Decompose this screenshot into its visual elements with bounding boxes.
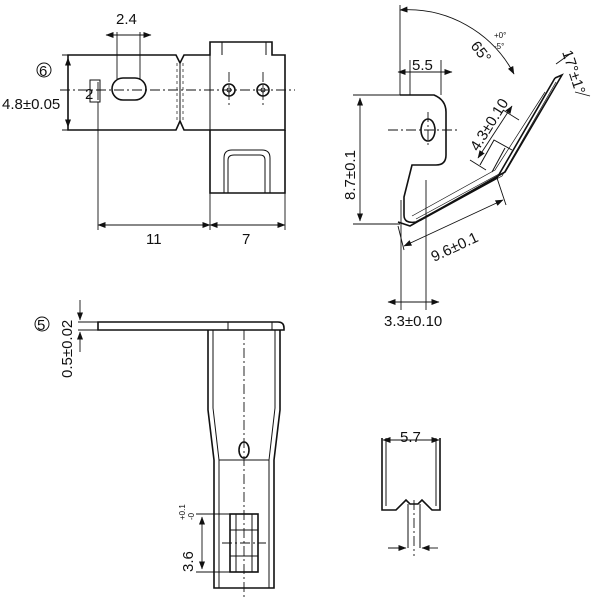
dim-slot-width: 2.4 xyxy=(116,11,137,28)
dim-tab-length: 7 xyxy=(242,231,250,248)
dim-bend-angle-tol-minus: -5° xyxy=(494,42,504,51)
dim-width: 5.7 xyxy=(400,429,421,446)
dim-tab-width: 3.6 xyxy=(180,551,197,572)
dim-height: 8.7±0.1 xyxy=(342,150,359,200)
callout-6-label: 6 xyxy=(39,63,47,80)
dim-tip-angle: 17°±1° xyxy=(558,48,588,96)
dim-height: 4.8±0.05 xyxy=(2,96,60,113)
dim-slot-length: 2 xyxy=(85,86,93,103)
dim-thickness: 0.5±0.02 xyxy=(59,320,76,378)
front-view: 0.5±0.02 5 3.6 +0.1 -0 xyxy=(34,300,285,600)
dim-base: 3.3±0.10 xyxy=(384,313,442,330)
callout-6 xyxy=(36,62,52,78)
dim-bend-angle-tol-plus: +0° xyxy=(494,31,506,40)
slot xyxy=(111,77,147,101)
end-view-outline xyxy=(381,438,441,511)
top-view-outline xyxy=(67,41,286,131)
dim-tab-tol-minus: -0 xyxy=(187,512,196,520)
top-view: 2.4 4.8±0.05 6 2 11 7 xyxy=(2,11,295,248)
dim-hole-offset: 5.5 xyxy=(412,57,433,74)
side-view: 65° +0° -5° 17°±1° 5.5 4.3±0.10 8.7±0.1 … xyxy=(342,5,591,330)
callout-5-label: 5 xyxy=(37,317,45,334)
plate-outline xyxy=(97,321,285,331)
dim-body-length: 11 xyxy=(146,231,162,248)
dim-length: 9.6±0.1 xyxy=(429,229,481,266)
end-view: 5.7 xyxy=(381,429,441,556)
dim-width: 4.3±0.10 xyxy=(467,96,512,154)
callout-5 xyxy=(34,316,50,332)
dim-tab-tol-plus: +0.1 xyxy=(178,504,187,520)
